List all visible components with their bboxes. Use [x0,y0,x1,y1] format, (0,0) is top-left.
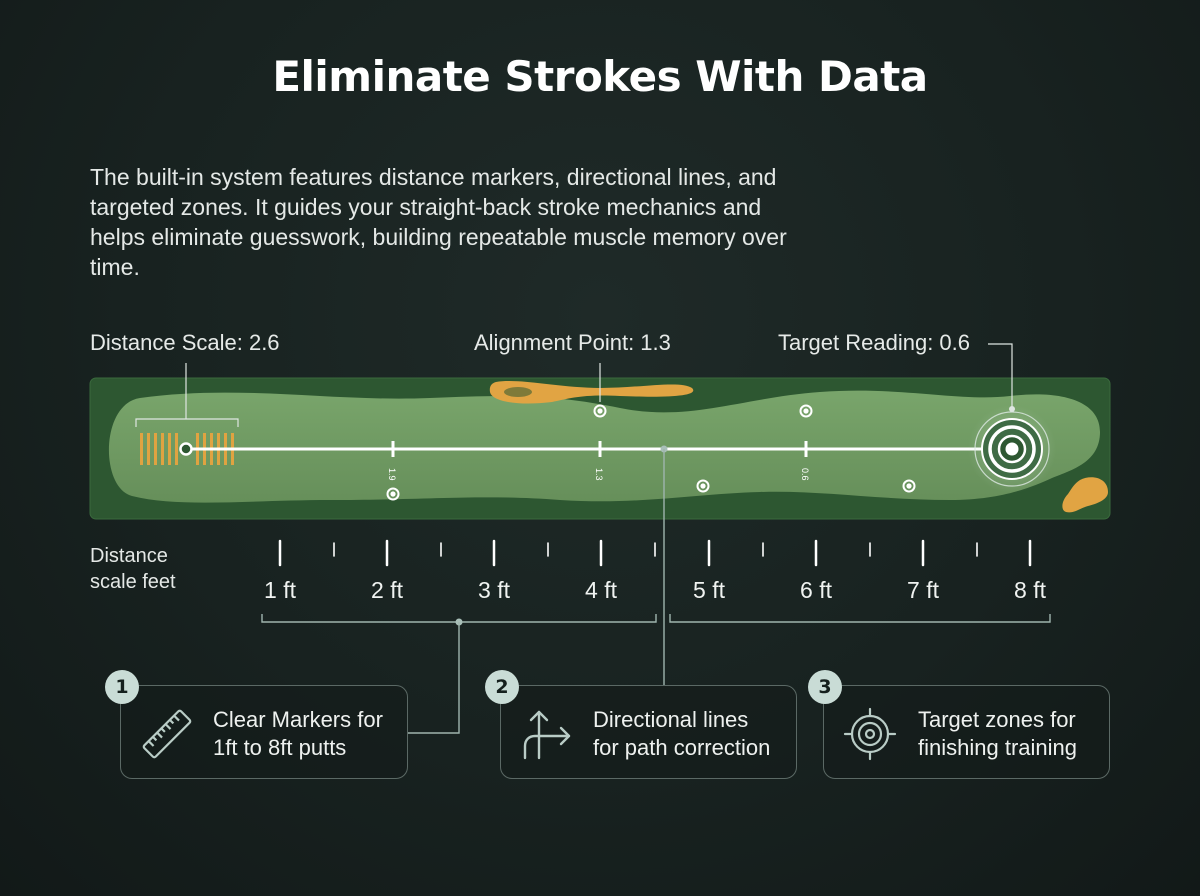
start-marker [179,442,193,456]
ruler-icon [142,709,192,759]
card-number-badge: 3 [808,670,842,704]
distance-scale-bracket [135,418,239,427]
feature-card-target: 3 Target zones for finishing training [808,670,1110,779]
card-text-line: Directional lines [593,707,749,732]
sand-bunker-corner [1062,477,1108,513]
directional-arrows-icon [523,710,571,760]
bracket-long-putts [669,614,1051,623]
callout-alignment-point: Alignment Point: 1.3 [474,330,671,355]
card-text: Target zones for finishing training [918,706,1077,762]
scale-tick-label: 5 ft [693,577,725,603]
card-text-line: finishing training [918,735,1077,760]
page-title: Eliminate Strokes With Data [272,52,928,101]
callout-target-reading: Target Reading: 0.6 [778,330,971,355]
ring-markers [386,404,916,501]
scale-ticks [278,539,1032,567]
scale-tick-label: 3 ft [478,577,510,603]
target-hole [968,405,1056,493]
putting-green-zone [108,390,1100,503]
scale-title: Distance scale feet [90,543,176,595]
scale-title-line: scale feet [90,571,176,593]
scale-tick-label: 2 ft [371,577,403,603]
sand-bunker-top [489,381,694,404]
sand-bunker-top-hole [504,387,532,397]
scale-tick-label: 1 ft [264,577,296,603]
target-icon [843,707,897,761]
card-number-badge: 1 [105,670,139,704]
card-text: Clear Markers for 1ft to 8ft putts [213,706,383,762]
mat-marker-label: 0.6 [800,468,810,481]
intro-paragraph: The built-in system features distance ma… [90,164,787,280]
feature-card-markers: 1 Clear Markers for 1ft to 8ft putts [105,670,408,779]
scale-tick-label: 4 ft [585,577,617,603]
card-number-badge: 2 [485,670,519,704]
card-text-line: 1ft to 8ft putts [213,735,347,760]
mat-marker-label: 1.9 [387,468,397,481]
leader-target-reading [988,343,1013,408]
scale-tick-label: 8 ft [1014,577,1046,603]
scale-title-line: Distance [90,545,168,567]
card-text-line: for path correction [593,735,771,760]
scale-tick-label: 6 ft [800,577,832,603]
card-text-line: Clear Markers for [213,707,383,732]
callout-distance-scale: Distance Scale: 2.6 [90,330,280,355]
scale-tick-label: 7 ft [907,577,939,603]
feature-card-directional: 2 Directional lines for path correction [485,670,797,779]
card-text-line: Target zones for [918,707,1076,732]
bracket-connector [408,622,460,734]
mat-marker-label: 1.3 [594,468,604,481]
card-text: Directional lines for path correction [593,706,770,762]
